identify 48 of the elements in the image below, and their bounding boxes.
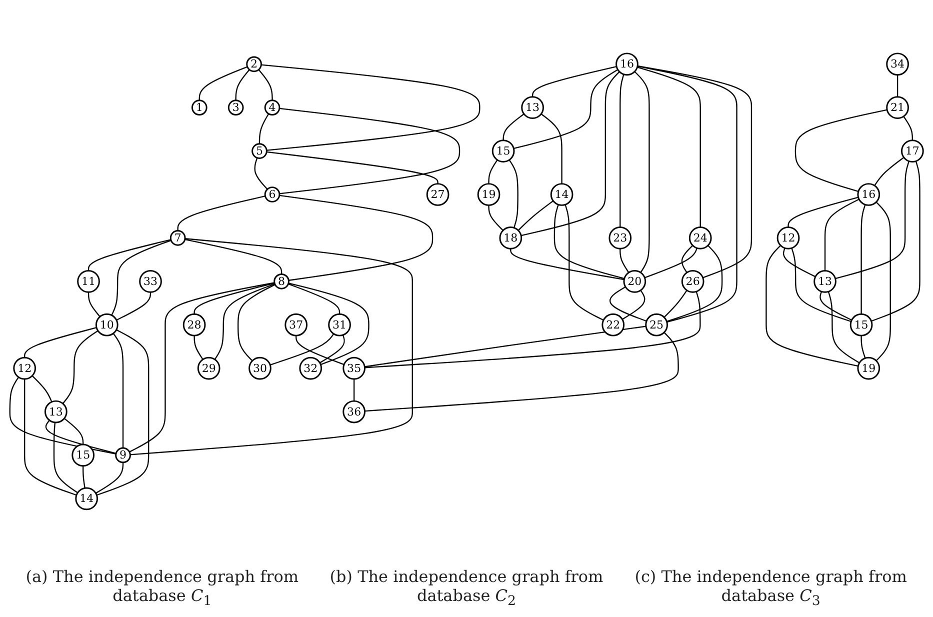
graph-node-circle: 32: [299, 356, 322, 380]
graph-node-circle: 37: [284, 313, 308, 336]
graph-node-circle: 22: [602, 313, 625, 336]
graph-node-circle: 4: [264, 100, 280, 116]
graph-node-circle: 15: [492, 140, 515, 162]
graph-node-circle: 17: [901, 140, 924, 162]
graph-node-circle: 24: [688, 226, 712, 250]
graph-node-circle: 15: [72, 444, 94, 467]
graph-node-circle: 14: [75, 487, 98, 510]
graph-node-circle: 3: [228, 100, 244, 116]
graph-node-circle: 1: [191, 100, 208, 116]
graph-node-circle: 20: [623, 270, 646, 293]
graph-node-circle: 26: [681, 270, 704, 293]
graph-node-circle: 31: [328, 313, 351, 336]
graph-node-circle: 14: [550, 183, 574, 206]
graph-node-circle: 19: [857, 356, 880, 380]
graph-node-circle: 27: [426, 183, 450, 206]
graph-node-circle: 19: [477, 183, 500, 206]
graph-node-circle: 16: [616, 52, 638, 76]
graph-node-circle: 36: [342, 400, 366, 424]
graph-node-circle: 11: [77, 270, 100, 293]
graph-node-circle: 33: [139, 270, 162, 293]
graph-node-circle: 15: [850, 313, 873, 336]
graph-node-circle: 25: [645, 313, 668, 336]
graph-node-circle: 8: [274, 273, 290, 290]
graph-node-circle: 34: [886, 52, 909, 76]
graph-node-circle: 2: [246, 56, 262, 72]
graph-node-circle: 5: [252, 143, 268, 159]
graph-node-circle: 16: [857, 183, 880, 206]
graph-node-circle: 35: [342, 356, 366, 380]
graph-node-circle: 12: [13, 356, 36, 380]
graph-node-circle: 13: [521, 96, 544, 120]
graph-node-circle: 23: [608, 226, 632, 250]
figure-caption: (a) The independence graph from database C$_{1}$: [24, 566, 300, 609]
graph-node-circle: 30: [248, 356, 272, 380]
figure-caption: (c) The independence graph from database C$_{3}$: [634, 566, 908, 609]
graph-node-circle: 13: [44, 400, 68, 424]
graph-node-circle: 12: [776, 226, 800, 250]
graph-node-circle: 7: [170, 230, 186, 246]
graph-node-circle: 6: [264, 186, 280, 202]
graph-node-circle: 13: [814, 270, 836, 293]
graph-node-circle: 21: [886, 96, 909, 120]
graph-node-circle: 9: [115, 447, 131, 464]
graph-node-circle: 10: [95, 313, 118, 336]
figure-caption: (b) The independence graph from database C$_{2}$: [328, 566, 604, 609]
graph-node-circle: 18: [499, 226, 522, 250]
graph-node-circle: 28: [182, 313, 206, 336]
graph-node-circle: 29: [197, 356, 220, 380]
